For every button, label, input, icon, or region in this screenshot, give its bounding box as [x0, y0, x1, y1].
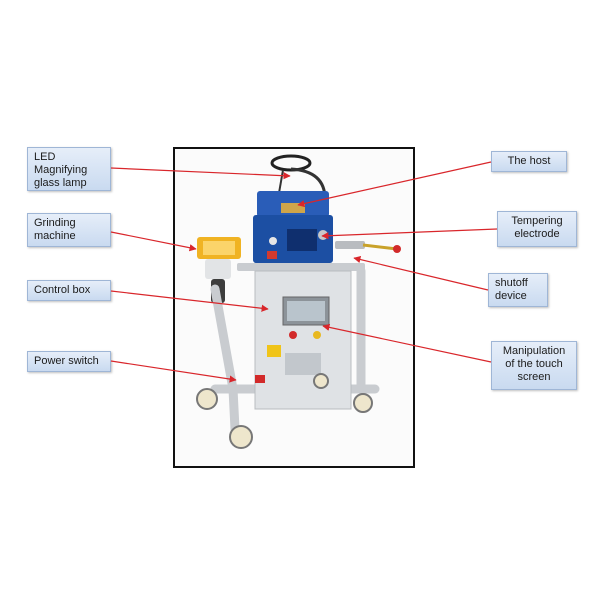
lamp-arm-left	[278, 169, 284, 194]
host-unit	[253, 191, 333, 263]
power-switch-knob	[255, 375, 265, 383]
label-power-switch-text: Power switch	[34, 355, 99, 367]
leader-line-grinding-machine	[110, 231, 197, 252]
red-button	[289, 331, 297, 339]
label-shutoff-device-text: shutoff device	[495, 277, 528, 302]
label-control-box: Control box	[27, 280, 111, 301]
top-rail	[237, 263, 365, 271]
leader-line-shutoff-device	[353, 256, 489, 291]
yellow-button	[313, 331, 321, 339]
label-touch-screen: Manipulation of the touch screen	[491, 341, 577, 390]
label-led-lamp: LED Magnifying glass lamp	[27, 147, 111, 191]
machine-illustration	[196, 154, 401, 449]
label-tempering-electrode-text: Tempering electrode	[511, 215, 563, 240]
label-touch-screen-text: Manipulation of the touch screen	[502, 345, 566, 383]
leader-line-tempering-electrode	[321, 228, 498, 240]
leader-line-touch-screen	[322, 323, 492, 363]
label-shutoff-device: shutoff device	[488, 273, 548, 307]
label-control-box-text: Control box	[34, 284, 91, 296]
label-grinding-machine: Grinding machine	[27, 213, 111, 247]
label-led-lamp-text: LED Magnifying glass lamp	[34, 151, 88, 189]
control-cabinet	[254, 270, 352, 410]
label-tempering-electrode: Tempering electrode	[497, 211, 577, 247]
caster-wheels	[196, 373, 373, 449]
label-the-host-text: The host	[507, 155, 551, 167]
machine-photo-frame	[173, 147, 415, 468]
warning-sticker	[267, 345, 281, 357]
label-grinding-machine-text: Grinding machine	[34, 217, 76, 242]
leader-line-the-host	[297, 161, 492, 208]
shutoff-lever	[335, 241, 401, 253]
label-power-switch: Power switch	[27, 351, 111, 372]
label-the-host: The host	[491, 151, 567, 172]
leader-line-control-box	[110, 290, 269, 312]
leader-line-power-switch	[110, 360, 237, 383]
leader-line-led-lamp	[110, 167, 291, 180]
